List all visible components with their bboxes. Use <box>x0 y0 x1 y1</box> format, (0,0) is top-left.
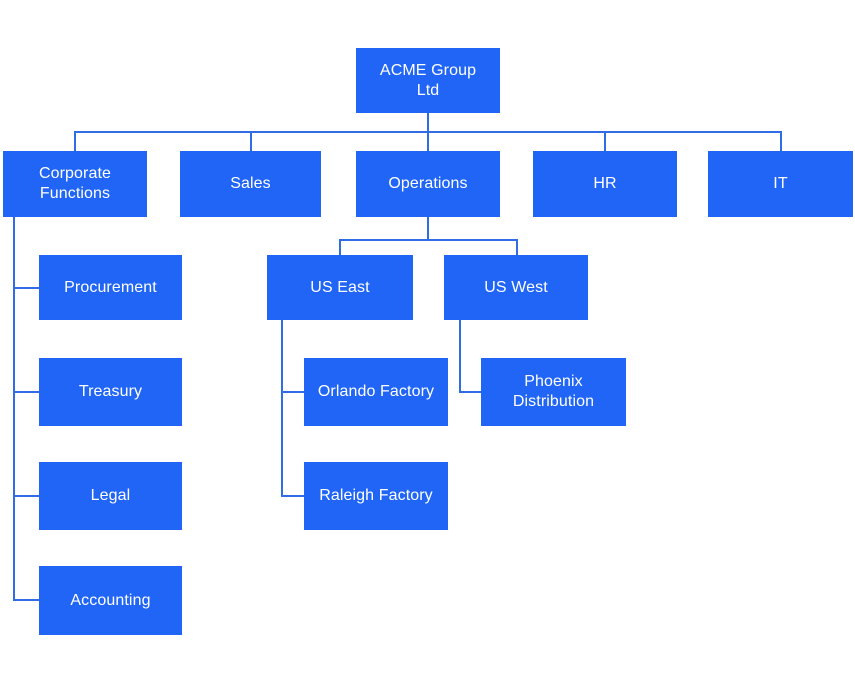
connector-stub-legal <box>13 495 40 497</box>
node-label-us-east: US East <box>310 278 370 296</box>
connector-stub-accounting <box>13 599 40 601</box>
node-label-hr: HR <box>593 175 617 193</box>
node-raleigh-factory[interactable]: Raleigh Factory <box>304 462 448 530</box>
node-label-sales: Sales <box>230 175 271 193</box>
connector-operations-bus <box>339 239 517 241</box>
node-treasury[interactable]: Treasury <box>39 358 182 426</box>
connector-drop-sales <box>250 131 252 152</box>
node-phoenix-distribution[interactable]: Phoenix Distribution <box>481 358 626 426</box>
node-orlando-factory[interactable]: Orlando Factory <box>304 358 448 426</box>
connector-stub-procurement <box>13 287 40 289</box>
node-corporate-functions[interactable]: Corporate Functions <box>3 151 147 217</box>
connector-stub-orlando-factory <box>281 391 305 393</box>
connector-us-west-spine <box>459 320 461 392</box>
node-procurement[interactable]: Procurement <box>39 255 182 320</box>
node-label-us-west: US West <box>484 278 548 296</box>
connector-drop-operations <box>427 131 429 152</box>
connector-stub-treasury <box>13 391 40 393</box>
node-label-orlando-factory: Orlando Factory <box>317 383 435 401</box>
connector-root-stem <box>427 113 429 132</box>
node-us-west[interactable]: US West <box>444 255 588 320</box>
connector-drop-us-west <box>516 239 518 256</box>
node-sales[interactable]: Sales <box>180 151 321 217</box>
node-acme-group-ltd[interactable]: ACME Group Ltd <box>356 48 500 113</box>
connector-stub-raleigh-factory <box>281 495 305 497</box>
node-label-corporate-functions: Corporate Functions <box>38 165 112 202</box>
node-label-accounting: Accounting <box>70 591 151 609</box>
node-label-it: IT <box>773 175 788 193</box>
node-hr[interactable]: HR <box>533 151 677 217</box>
node-label-procurement: Procurement <box>64 278 157 296</box>
connector-stub-phoenix <box>459 391 482 393</box>
node-label-treasury: Treasury <box>78 383 143 401</box>
connector-us-east-spine <box>281 320 283 496</box>
connector-drop-corporate <box>74 131 76 152</box>
node-us-east[interactable]: US East <box>267 255 413 320</box>
connector-drop-it <box>780 131 782 152</box>
connector-operations-stem <box>427 217 429 239</box>
connector-corporate-spine <box>13 217 15 600</box>
node-label-legal: Legal <box>90 487 131 505</box>
node-accounting[interactable]: Accounting <box>39 566 182 635</box>
node-label-acme-group-ltd: ACME Group Ltd <box>379 61 477 99</box>
node-operations[interactable]: Operations <box>356 151 500 217</box>
node-label-operations: Operations <box>388 175 468 193</box>
connector-drop-hr <box>604 131 606 152</box>
node-label-phoenix-distribution: Phoenix Distribution <box>512 373 595 410</box>
node-legal[interactable]: Legal <box>39 462 182 530</box>
node-it[interactable]: IT <box>708 151 853 217</box>
node-label-raleigh-factory: Raleigh Factory <box>319 487 433 505</box>
connector-drop-us-east <box>339 239 341 256</box>
